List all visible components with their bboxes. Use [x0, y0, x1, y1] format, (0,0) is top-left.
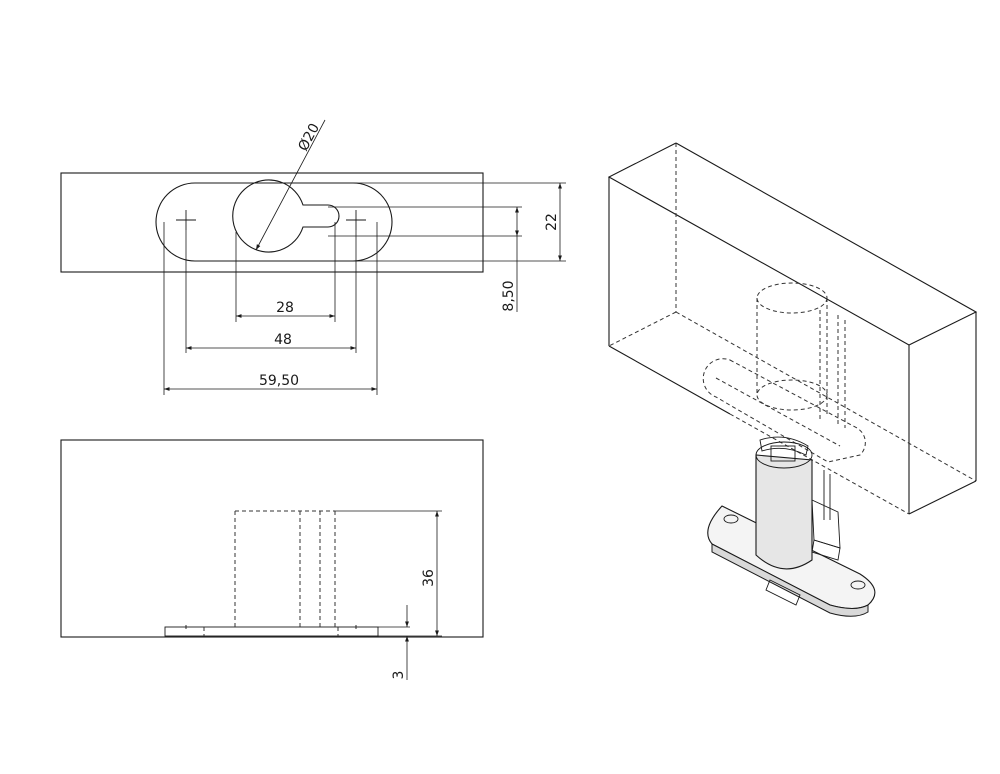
- front-view-base-plate: [164, 626, 379, 637]
- dim-22-label: 22: [544, 213, 560, 231]
- dim-22: 22: [544, 183, 562, 261]
- dim-59-50: 59,50: [164, 373, 377, 391]
- diameter-dimension: Ø20: [255, 119, 326, 251]
- front-view-block-outline: [60, 439, 484, 638]
- dim-3: 3: [391, 605, 409, 680]
- top-view-keyhole: [232, 179, 340, 253]
- top-view-block-outline: [60, 172, 484, 273]
- front-view: 36 3: [60, 439, 484, 680]
- right-mount-hole-center: [346, 210, 366, 230]
- iso-hidden-pocket: [702, 282, 866, 463]
- iso-block-solid-edges: [607, 142, 978, 515]
- dim-3-label: 3: [391, 671, 407, 680]
- iso-hinge-part: [707, 436, 876, 617]
- dim-28-label: 28: [276, 300, 294, 316]
- dim-36-label: 36: [421, 569, 437, 587]
- left-mount-hole-center: [176, 210, 196, 230]
- front-view-hidden-post: [234, 510, 336, 627]
- iso-block-hidden-edges: [608, 143, 977, 515]
- dim-48-label: 48: [274, 332, 292, 348]
- dim-48: 48: [186, 332, 356, 350]
- top-view-plate-outline: [155, 182, 393, 262]
- dim-28: 28: [236, 300, 335, 318]
- iso-base-plate-edge: [711, 543, 869, 617]
- isometric-view: [607, 142, 978, 617]
- dim-8-50: 8,50: [501, 207, 519, 312]
- iso-post: [755, 454, 813, 570]
- dim-59-50-label: 59,50: [259, 373, 299, 389]
- diameter-label: Ø20: [295, 121, 323, 154]
- dim-8-50-label: 8,50: [501, 280, 517, 311]
- top-view: Ø20 28 48 59,50 22: [60, 119, 566, 395]
- dim-36: 36: [421, 511, 439, 636]
